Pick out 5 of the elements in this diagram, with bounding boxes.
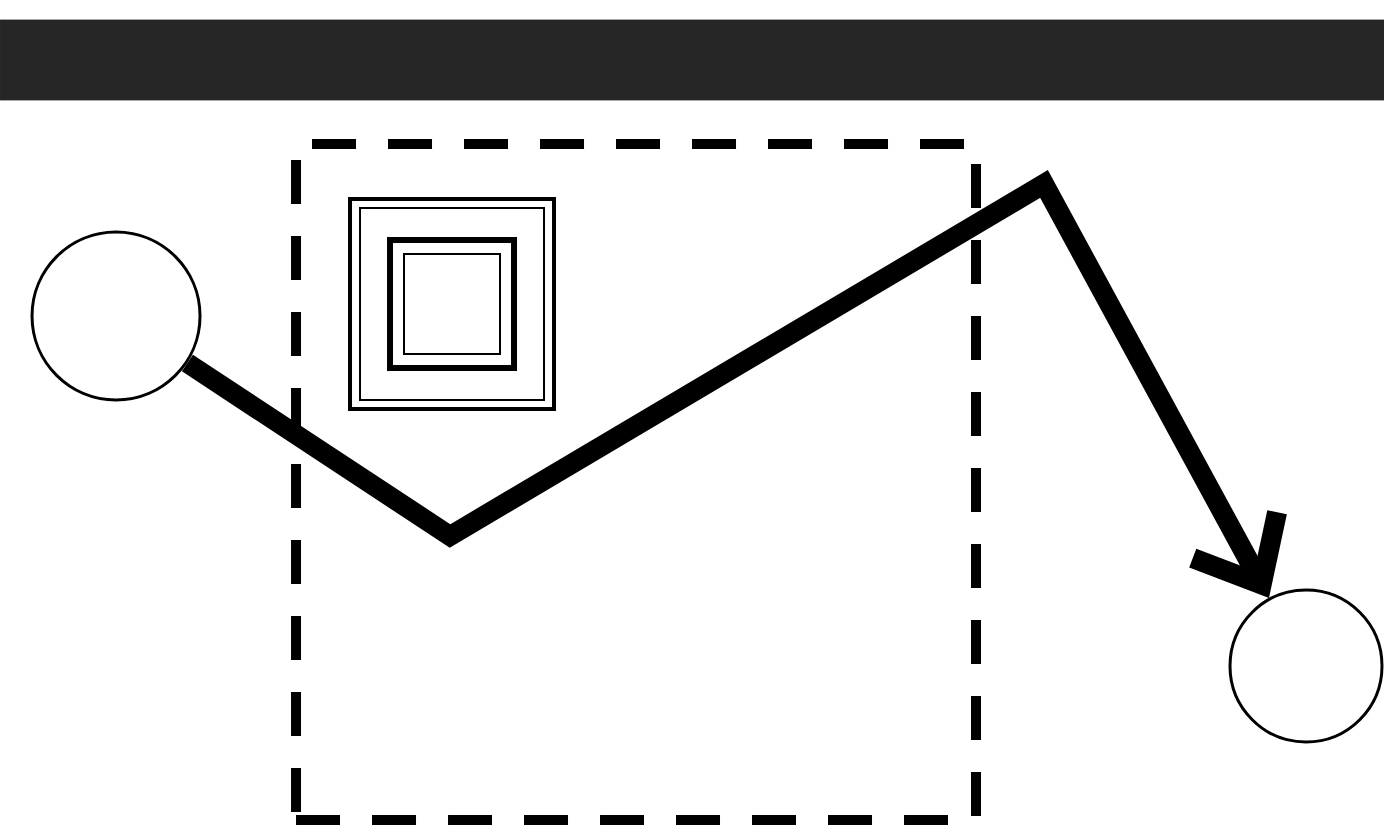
- nested-squares-drawing: [348, 197, 556, 411]
- top-bar: [0, 19, 1384, 101]
- circle: [1228, 588, 1384, 744]
- arrow: [181, 170, 1287, 598]
- circle: [30, 230, 202, 402]
